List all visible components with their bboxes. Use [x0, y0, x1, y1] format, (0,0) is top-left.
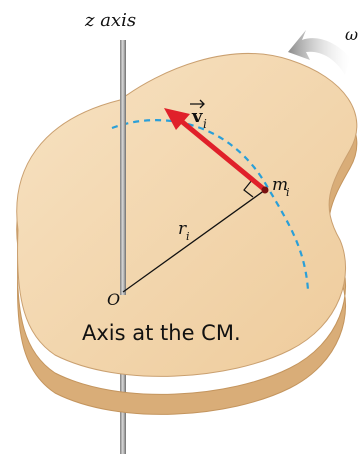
radius-line — [122, 189, 266, 293]
particle-circular-path — [111, 119, 310, 291]
particle-mass-dot — [261, 186, 269, 194]
velocity-arrow-head — [164, 108, 190, 130]
svg-text:m: m — [272, 175, 288, 195]
svg-text:i: i — [286, 186, 290, 199]
right-angle-marker — [243, 179, 254, 198]
velocity-label: v i — [190, 99, 207, 131]
caption: Axis at the CM. — [82, 321, 241, 345]
origin-label: O — [107, 290, 120, 309]
mass-label: m i — [272, 175, 290, 199]
svg-text:i: i — [203, 117, 207, 131]
rotation-direction-arrow — [288, 30, 350, 75]
svg-text:r: r — [178, 219, 187, 239]
radius-label: r i — [178, 219, 190, 243]
axis-label: z axis — [84, 10, 136, 31]
omega-label: ω — [345, 25, 358, 44]
rotation-axis-rod-upper — [120, 40, 126, 295]
svg-text:v: v — [191, 106, 203, 127]
svg-text:i: i — [186, 230, 190, 243]
velocity-arrow-shaft — [178, 118, 267, 192]
